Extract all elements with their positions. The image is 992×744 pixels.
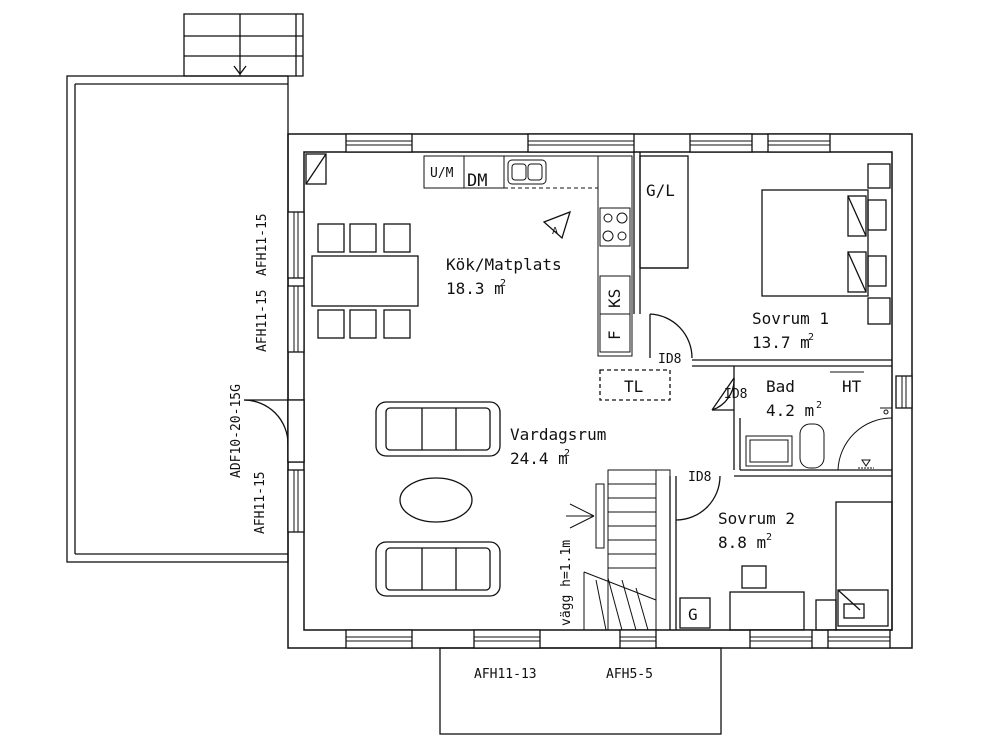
door-labels: ID8 ID8 ID8 <box>658 352 747 485</box>
window-label-afh11-13: AFH11-13 <box>474 667 537 682</box>
living-name: Vardagsrum <box>510 425 606 444</box>
bedroom1-name: Sovrum 1 <box>752 309 829 328</box>
bedroom2-name: Sovrum 2 <box>718 509 795 528</box>
window-label-afh11-15-a: AFH11-15 <box>255 213 270 276</box>
sofa-top <box>375 401 501 457</box>
staircase <box>566 469 671 631</box>
fixture-labels: U/M DM G/L KS F TL HT G A <box>430 166 862 624</box>
tl-box <box>599 369 671 401</box>
compass-icon <box>542 210 572 240</box>
stair-annotation: vägg h=1.1m <box>559 540 574 626</box>
chimney <box>305 153 327 185</box>
bedroom2-area-sup: 2 <box>766 532 772 543</box>
window-right <box>895 375 913 409</box>
ks-label: KS <box>605 289 624 308</box>
windows-top <box>345 133 831 153</box>
door-kitchen <box>649 313 693 359</box>
kitchen-counter <box>423 155 633 357</box>
kitchen-area-sup: 2 <box>500 278 506 289</box>
window-label-afh11-15-b: AFH11-15 <box>255 289 270 352</box>
bedroom2-furniture <box>679 501 893 631</box>
dm-label: DM <box>467 171 487 191</box>
g-label: G <box>688 605 698 624</box>
tl-label: TL <box>624 377 643 396</box>
bed-double <box>761 163 891 325</box>
window-labels: AFH11-15 AFH11-15 ADF10-20-15G AFH11-15 … <box>229 213 653 682</box>
door-bath <box>711 377 735 411</box>
bedroom1-area-sup: 2 <box>808 332 814 343</box>
um-label: U/M <box>430 166 454 181</box>
terrace-door <box>243 399 305 463</box>
window-label-afh11-15-c: AFH11-15 <box>253 471 268 534</box>
stair-note: vägg h=1.1m <box>559 540 574 626</box>
room-labels: Kök/Matplats 18.3 m 2 Vardagsrum 24.4 m … <box>446 255 829 552</box>
kitchen-area: 18.3 m <box>446 279 504 298</box>
door-label-bath: ID8 <box>724 387 747 402</box>
bath-name: Bad <box>766 377 795 396</box>
sofa-bottom <box>375 541 501 597</box>
living-area: 24.4 m <box>510 449 568 468</box>
door-label-bedroom2: ID8 <box>688 470 711 485</box>
window-glass-bottom <box>346 636 890 642</box>
coffee-table <box>399 477 473 523</box>
entrance-steps <box>183 13 304 77</box>
bath-area-sup: 2 <box>816 400 822 411</box>
windows-bottom <box>345 629 891 649</box>
f-label: F <box>605 330 624 340</box>
window-glass-top <box>346 140 830 146</box>
compass-label: A <box>552 226 558 237</box>
bath-area: 4.2 m <box>766 401 814 420</box>
dining-table <box>311 223 419 339</box>
bedroom1-area: 13.7 m <box>752 333 810 352</box>
balcony <box>439 647 722 735</box>
ht-label: HT <box>842 377 862 396</box>
windows-left <box>287 211 305 533</box>
door-label-kitchen: ID8 <box>658 352 681 367</box>
gl-label: G/L <box>646 181 675 200</box>
window-glass-left <box>293 212 299 532</box>
bedroom2-area: 8.8 m <box>718 533 766 552</box>
bath-fixtures <box>745 371 893 471</box>
door-bedroom2 <box>675 475 721 521</box>
living-area-sup: 2 <box>564 448 570 459</box>
window-label-afh5-5: AFH5-5 <box>606 667 653 682</box>
window-label-adf: ADF10-20-15G <box>229 384 244 478</box>
kitchen-name: Kök/Matplats <box>446 255 562 274</box>
